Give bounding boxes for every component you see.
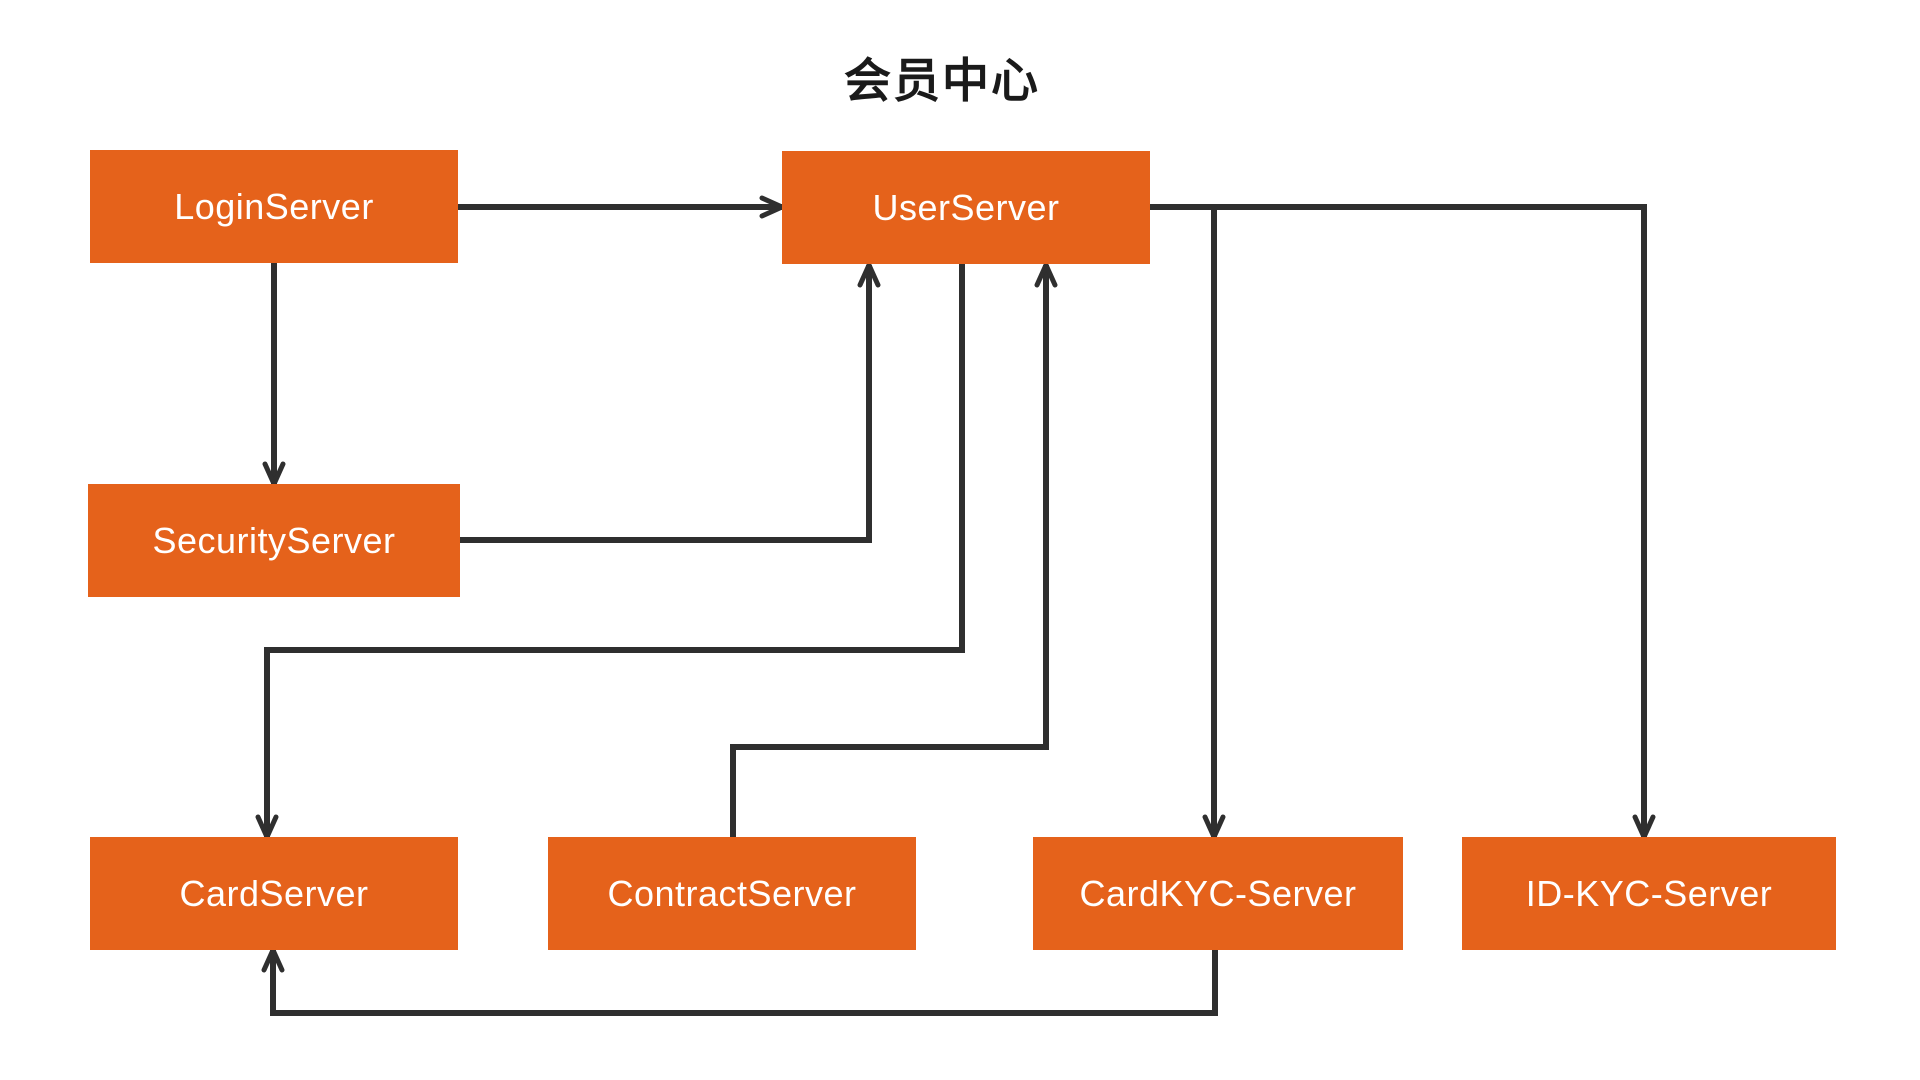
edge-user-server-to-cardkyc-server [1150, 204, 1226, 840]
edge-user-server-to-card-server [255, 264, 965, 840]
node-contract-server[interactable]: ContractServer [548, 837, 916, 950]
edge-contract-server-to-user-server [730, 262, 1058, 837]
node-security-server[interactable]: SecurityServer [88, 484, 460, 597]
edge-security-server-to-user-server [460, 262, 881, 543]
node-id-kyc-server[interactable]: ID-KYC-Server [1462, 837, 1836, 950]
node-login-server[interactable]: LoginServer [90, 150, 458, 263]
node-user-server[interactable]: UserServer [782, 151, 1150, 264]
edge-user-server-to-id-kyc-server [1150, 204, 1656, 840]
node-card-server[interactable]: CardServer [90, 837, 458, 950]
edge-cardkyc-server-to-card-server [261, 947, 1218, 1016]
diagram-title: 会员中心 [844, 54, 1040, 107]
node-cardkyc-server[interactable]: CardKYC-Server [1033, 837, 1403, 950]
